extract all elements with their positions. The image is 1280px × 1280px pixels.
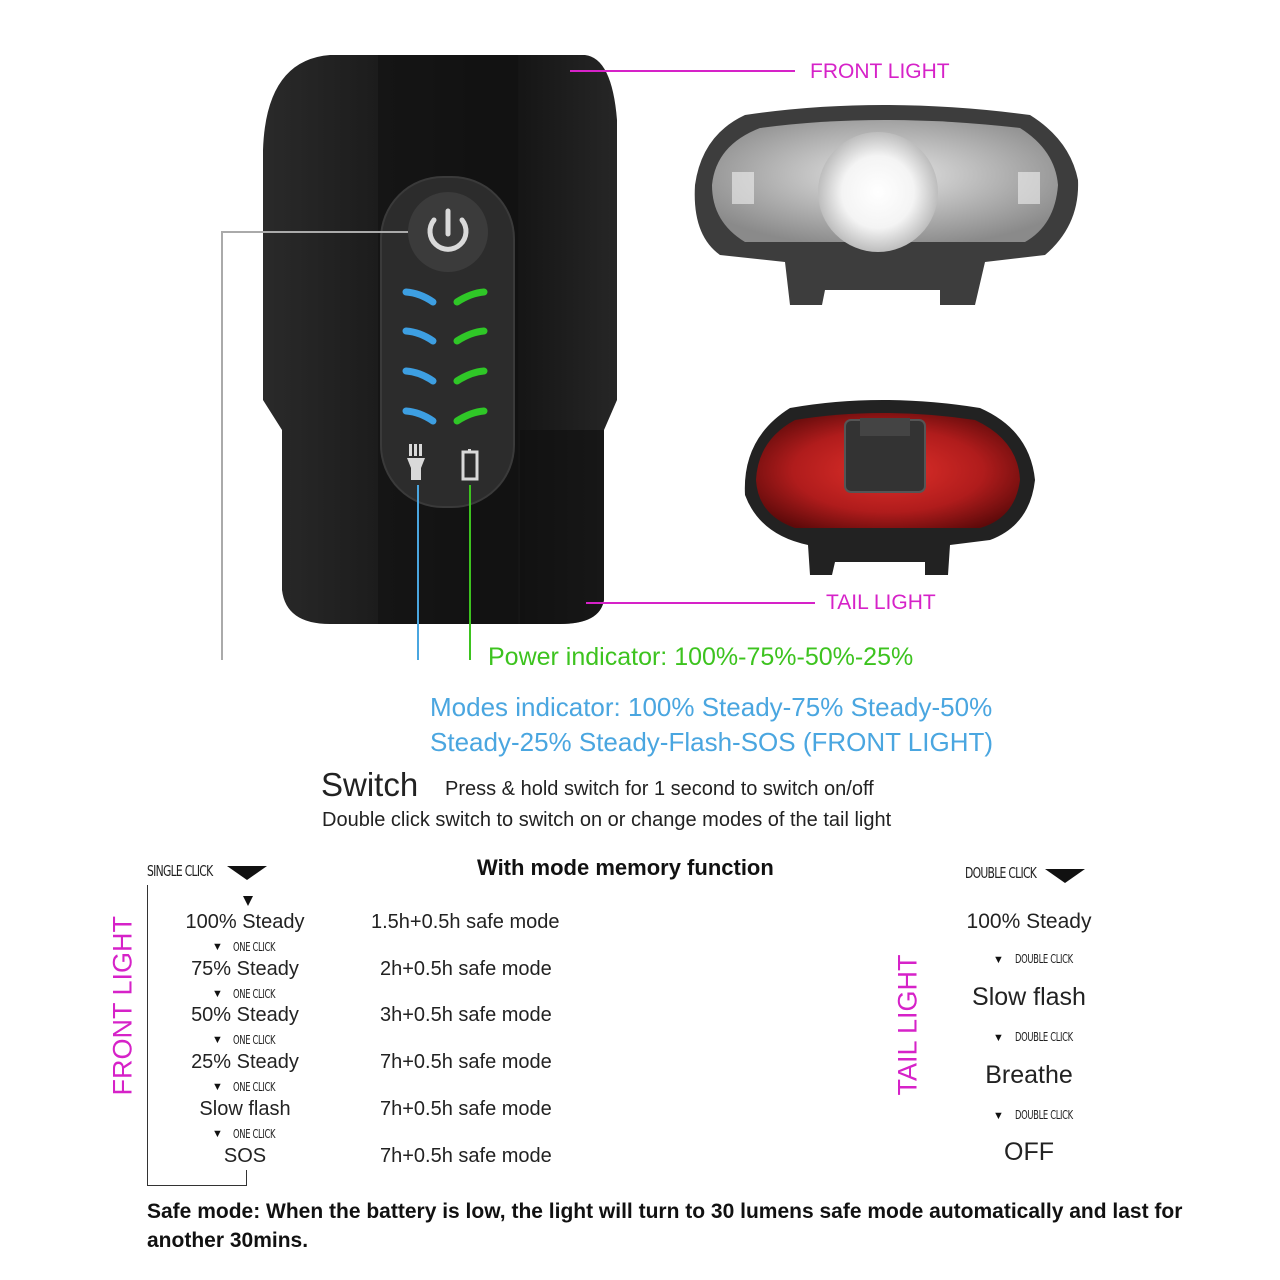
control-panel — [380, 176, 515, 508]
switch-desc-1: Press & hold switch for 1 second to swit… — [445, 778, 874, 800]
front-mode-4: 25% Steady — [191, 1051, 299, 1073]
switch-title: Switch — [321, 766, 419, 803]
one-click-label: ONE CLICK — [233, 1127, 276, 1141]
leader-lines — [221, 70, 815, 660]
arrow-down-icon: ▼ — [993, 1032, 1004, 1044]
mode-indicator-leds — [402, 288, 437, 425]
power-icon[interactable] — [408, 192, 488, 272]
battery-icon — [461, 449, 479, 481]
product-illustration — [221, 55, 1079, 660]
one-click-label: ONE CLICK — [233, 987, 276, 1001]
front-light-image — [694, 105, 1079, 305]
single-click-label: SINGLE CLICK — [147, 862, 213, 880]
arrow-down-icon: ▼ — [212, 1034, 223, 1046]
flashlight-icon — [407, 444, 425, 480]
double-click-label: DOUBLE CLICK — [965, 864, 1037, 882]
arrow-down-icon — [227, 866, 267, 906]
arrow-down-icon: ▼ — [212, 1081, 223, 1093]
tail-mode-1: 100% Steady — [966, 910, 1092, 933]
front-light-label: FRONT LIGHT — [810, 60, 950, 83]
front-time-3: 3h+0.5h safe mode — [380, 1004, 552, 1026]
one-click-label: ONE CLICK — [233, 940, 276, 954]
tail-light-label: TAIL LIGHT — [826, 591, 936, 614]
front-time-4: 7h+0.5h safe mode — [380, 1051, 552, 1073]
front-mode-2: 75% Steady — [191, 958, 299, 980]
double-click-small-label: DOUBLE CLICK — [1015, 1108, 1073, 1122]
double-click-small-label: DOUBLE CLICK — [1015, 952, 1073, 966]
one-click-label: ONE CLICK — [233, 1080, 276, 1094]
front-time-2: 2h+0.5h safe mode — [380, 958, 552, 980]
tail-mode-4: OFF — [1004, 1138, 1054, 1166]
front-mode-1: 100% Steady — [185, 911, 305, 933]
safe-mode-note: Safe mode: When the battery is low, the … — [147, 1200, 1183, 1252]
tail-mode-3: Breathe — [985, 1061, 1073, 1089]
front-mode-6: SOS — [223, 1145, 267, 1167]
tail-light-image — [744, 400, 1035, 575]
power-indicator-leds — [453, 288, 488, 425]
arrow-down-icon: ▼ — [993, 1110, 1004, 1122]
front-time-6: 7h+0.5h safe mode — [380, 1145, 552, 1167]
modes-indicator-label-1: Modes indicator: 100% Steady-75% Steady-… — [430, 692, 993, 722]
tail-mode-2: Slow flash — [972, 983, 1086, 1011]
front-light-side-label: FRONT LIGHT — [107, 915, 138, 1096]
arrow-down-icon: ▼ — [212, 1128, 223, 1140]
one-click-label: ONE CLICK — [233, 1033, 276, 1047]
bracket-line-bottom — [147, 1185, 247, 1186]
front-mode-5: Slow flash — [199, 1098, 291, 1120]
front-mode-3: 50% Steady — [191, 1004, 299, 1026]
bracket-line-end — [246, 1170, 247, 1186]
bracket-line — [147, 885, 148, 1185]
front-time-5: 7h+0.5h safe mode — [380, 1098, 552, 1120]
power-indicator-label: Power indicator: 100%-75%-50%-25% — [488, 643, 914, 671]
arrow-down-icon — [1045, 869, 1085, 883]
switch-desc-2: Double click switch to switch on or chan… — [322, 809, 892, 831]
table-heading: With mode memory function — [477, 855, 774, 880]
tail-light-side-label: TAIL LIGHT — [892, 954, 923, 1096]
front-time-1: 1.5h+0.5h safe mode — [371, 911, 560, 933]
arrow-down-icon: ▼ — [212, 988, 223, 1000]
double-click-small-label: DOUBLE CLICK — [1015, 1030, 1073, 1044]
arrow-down-icon: ▼ — [993, 954, 1004, 966]
arrow-down-icon: ▼ — [212, 941, 223, 953]
modes-indicator-label-2: Steady-25% Steady-Flash-SOS (FRONT LIGHT… — [430, 727, 994, 757]
